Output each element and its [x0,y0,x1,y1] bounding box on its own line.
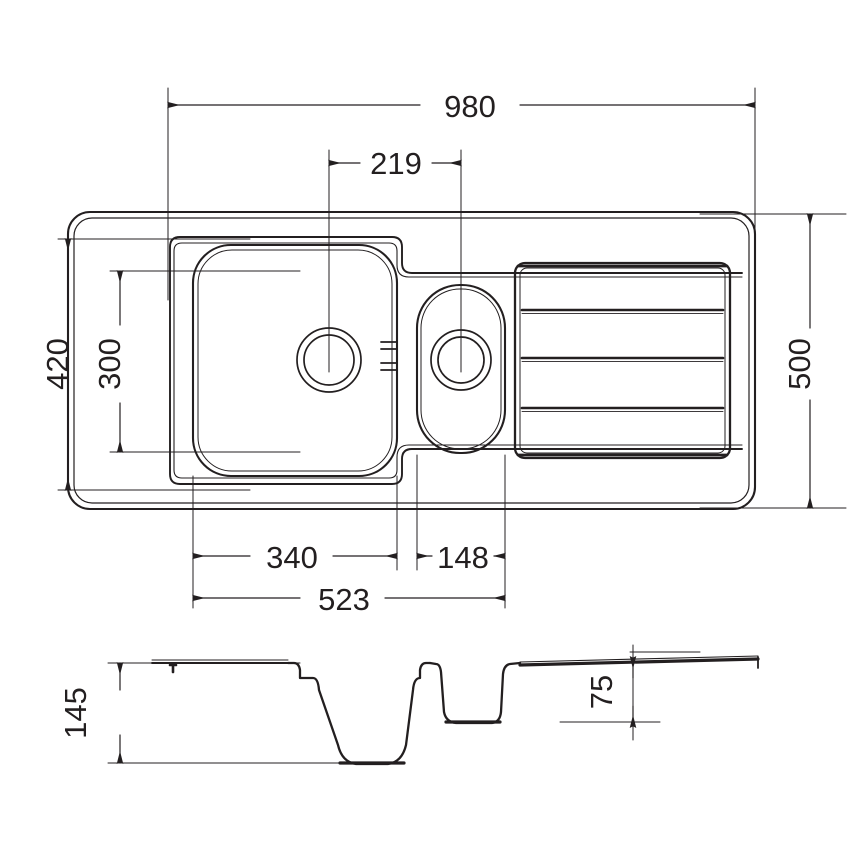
section-drainer-surface [518,657,760,667]
main-bowl-outline [191,243,399,478]
section-half-bowl [428,661,522,725]
dim-label-420: 420 [40,338,75,390]
section-rim-tick [168,663,178,674]
dim-label-300: 300 [92,338,127,390]
dim-label-148: 148 [437,540,489,575]
bowl-surround-outer [169,236,743,485]
plan-extension-lines [57,87,847,609]
section-view-group [151,655,760,766]
sink-rim-outline [73,217,750,504]
drainer-panel [513,261,732,460]
dim-label-500: 500 [782,338,817,390]
plan-view-group [66,210,757,511]
sink-outer-outline [66,210,757,511]
section-dimension-arrows [116,656,637,764]
drainer-panel-inner [519,267,726,454]
drainer-grooves [520,308,725,412]
dim-label-145: 145 [58,687,93,739]
dim-label-980: 980 [444,89,496,124]
bowl-surround-inner [173,242,743,479]
main-bowl-inner-outline [197,249,393,472]
overflow-marks [380,341,398,371]
section-main-bowl [286,661,432,766]
section-drainer-surface-thin [519,655,759,663]
plan-dimension-arrows [64,101,814,602]
dim-label-219: 219 [370,146,422,181]
dim-label-75: 75 [584,675,619,709]
dim-label-340: 340 [266,540,318,575]
dim-label-523: 523 [318,582,370,617]
dimension-labels: 980 219 420 300 500 340 148 523 145 75 [40,89,817,739]
